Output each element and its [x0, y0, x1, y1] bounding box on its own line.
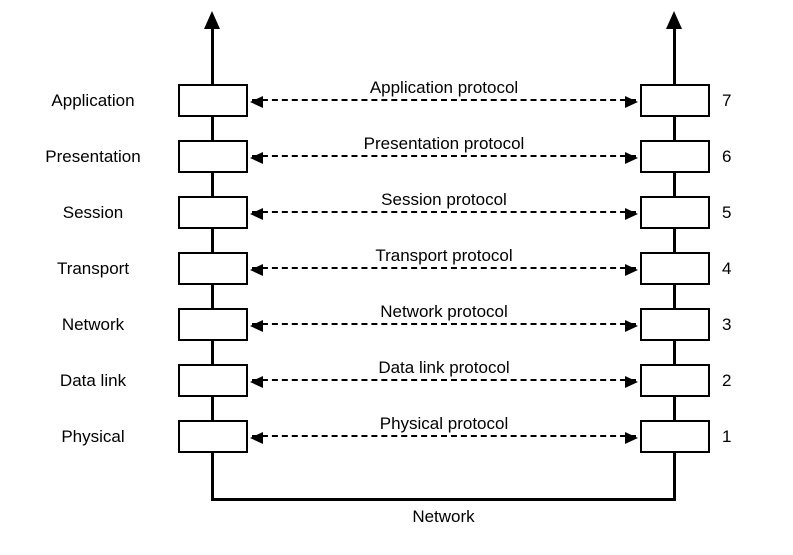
layer-box-left	[178, 364, 248, 397]
layer-number: 6	[722, 146, 732, 166]
protocol-label: Data link protocol	[378, 358, 510, 377]
protocol-label: Session protocol	[381, 190, 507, 209]
layer-number: 7	[722, 90, 732, 110]
network-label: Network	[412, 507, 475, 526]
protocol-arrow-icon	[250, 320, 638, 332]
layer-number: 2	[722, 370, 732, 390]
protocol-label: Network protocol	[380, 302, 508, 321]
layer-name-label: Session	[62, 202, 124, 222]
protocol-arrow-icon	[250, 376, 638, 388]
protocol-arrow-icon	[250, 264, 638, 276]
layer-box-right	[640, 364, 710, 397]
layer-box-left	[178, 196, 248, 229]
protocol-arrow-icon	[250, 152, 638, 164]
layer-row: Physical Physical protocol 1	[0, 414, 793, 453]
layer-row: Session Session protocol 5	[0, 190, 793, 229]
layer-box-left	[178, 140, 248, 173]
layer-row: Transport Transport protocol 4	[0, 246, 793, 285]
protocol-label: Application protocol	[369, 78, 519, 97]
layer-row: Presentation Presentation protocol 6	[0, 134, 793, 173]
layer-box-right	[640, 420, 710, 453]
layer-box-right	[640, 84, 710, 117]
layer-number: 1	[722, 426, 732, 446]
up-arrow-icon-right	[666, 11, 682, 29]
layer-name-label: Transport	[56, 258, 130, 278]
layer-box-right	[640, 308, 710, 341]
layer-name-label: Data link	[59, 370, 127, 390]
layer-box-left	[178, 420, 248, 453]
layer-number: 5	[722, 202, 732, 222]
network-connector-line	[211, 498, 676, 501]
layer-row: Application Application protocol 7	[0, 78, 793, 117]
up-arrow-icon-left	[204, 11, 220, 29]
layer-name-label: Presentation	[45, 146, 141, 166]
layer-box-right	[640, 196, 710, 229]
protocol-label: Transport protocol	[375, 246, 513, 265]
protocol-arrow-icon	[250, 208, 638, 220]
layer-name-label: Application	[51, 90, 135, 110]
layer-number: 4	[722, 258, 732, 278]
layer-box-right	[640, 252, 710, 285]
layer-name-label: Physical	[61, 426, 125, 446]
protocol-arrow-icon	[250, 96, 638, 108]
layer-row: Network Network protocol 3	[0, 302, 793, 341]
protocol-label: Physical protocol	[379, 414, 509, 433]
layer-name-label: Network	[61, 314, 125, 334]
layer-row: Data link Data link protocol 2	[0, 358, 793, 397]
layer-number: 3	[722, 314, 732, 334]
layer-box-left	[178, 308, 248, 341]
layer-box-left	[178, 84, 248, 117]
protocol-arrow-icon	[250, 432, 638, 444]
layer-box-left	[178, 252, 248, 285]
layer-box-right	[640, 140, 710, 173]
protocol-label: Presentation protocol	[363, 134, 525, 153]
